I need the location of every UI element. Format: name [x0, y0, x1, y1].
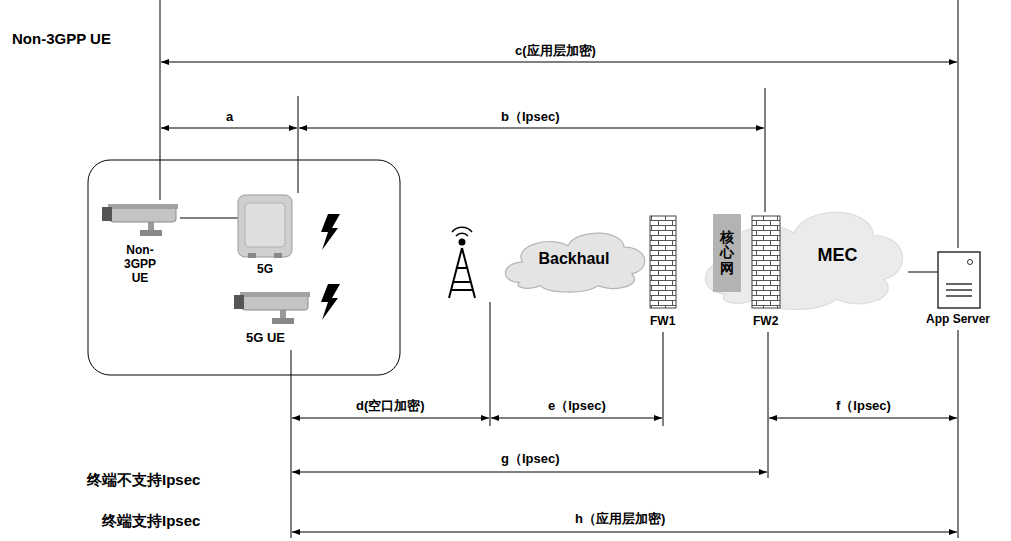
case-label: 终端不支持Ipsec — [85, 471, 202, 489]
firewall-label: FW2 — [751, 314, 780, 328]
signal-bolt — [321, 214, 340, 250]
link-label: c(应用层加密) — [513, 43, 598, 59]
dimension-arrows — [161, 62, 957, 532]
link-label: f（Ipsec) — [834, 398, 893, 414]
tower-icon — [449, 227, 475, 298]
link-label: e（Ipsec) — [546, 398, 608, 414]
camera-icon — [234, 292, 310, 324]
firewall-label: FW1 — [648, 314, 677, 328]
node-text: 核心网 — [720, 230, 734, 276]
signal-bolt — [321, 284, 340, 320]
link-label: h（应用层加密) — [573, 511, 667, 527]
backhaul-cloud: Backhaul — [498, 222, 650, 296]
firewall-icon — [752, 216, 780, 308]
device-label: 5G — [255, 262, 275, 276]
device-group — [88, 160, 400, 375]
link-label: d(空口加密) — [354, 398, 427, 414]
link-label: a — [224, 109, 235, 125]
firewall-icon — [650, 216, 676, 308]
node-text: Backhaul — [538, 250, 609, 268]
camera-icon — [102, 204, 178, 236]
cable — [180, 218, 238, 219]
device-label: 5G UE — [244, 330, 287, 346]
server-icon — [938, 252, 980, 308]
mec-cloud: MEC 核心网 — [695, 194, 910, 316]
device-label: Non- 3GPP UE — [115, 244, 165, 285]
link-label: b（Ipsec) — [499, 109, 562, 125]
cpe-icon — [238, 195, 292, 258]
case-label: 终端支持Ipsec — [100, 512, 202, 530]
link-label: g（Ipsec) — [499, 451, 562, 467]
link-line — [908, 272, 938, 273]
title-label: Non-3GPP UE — [10, 30, 113, 48]
guide-lines — [160, 0, 958, 538]
core-network-band: 核心网 — [713, 214, 741, 292]
node-text: MEC — [818, 245, 858, 266]
server-label: App Server — [924, 312, 992, 326]
